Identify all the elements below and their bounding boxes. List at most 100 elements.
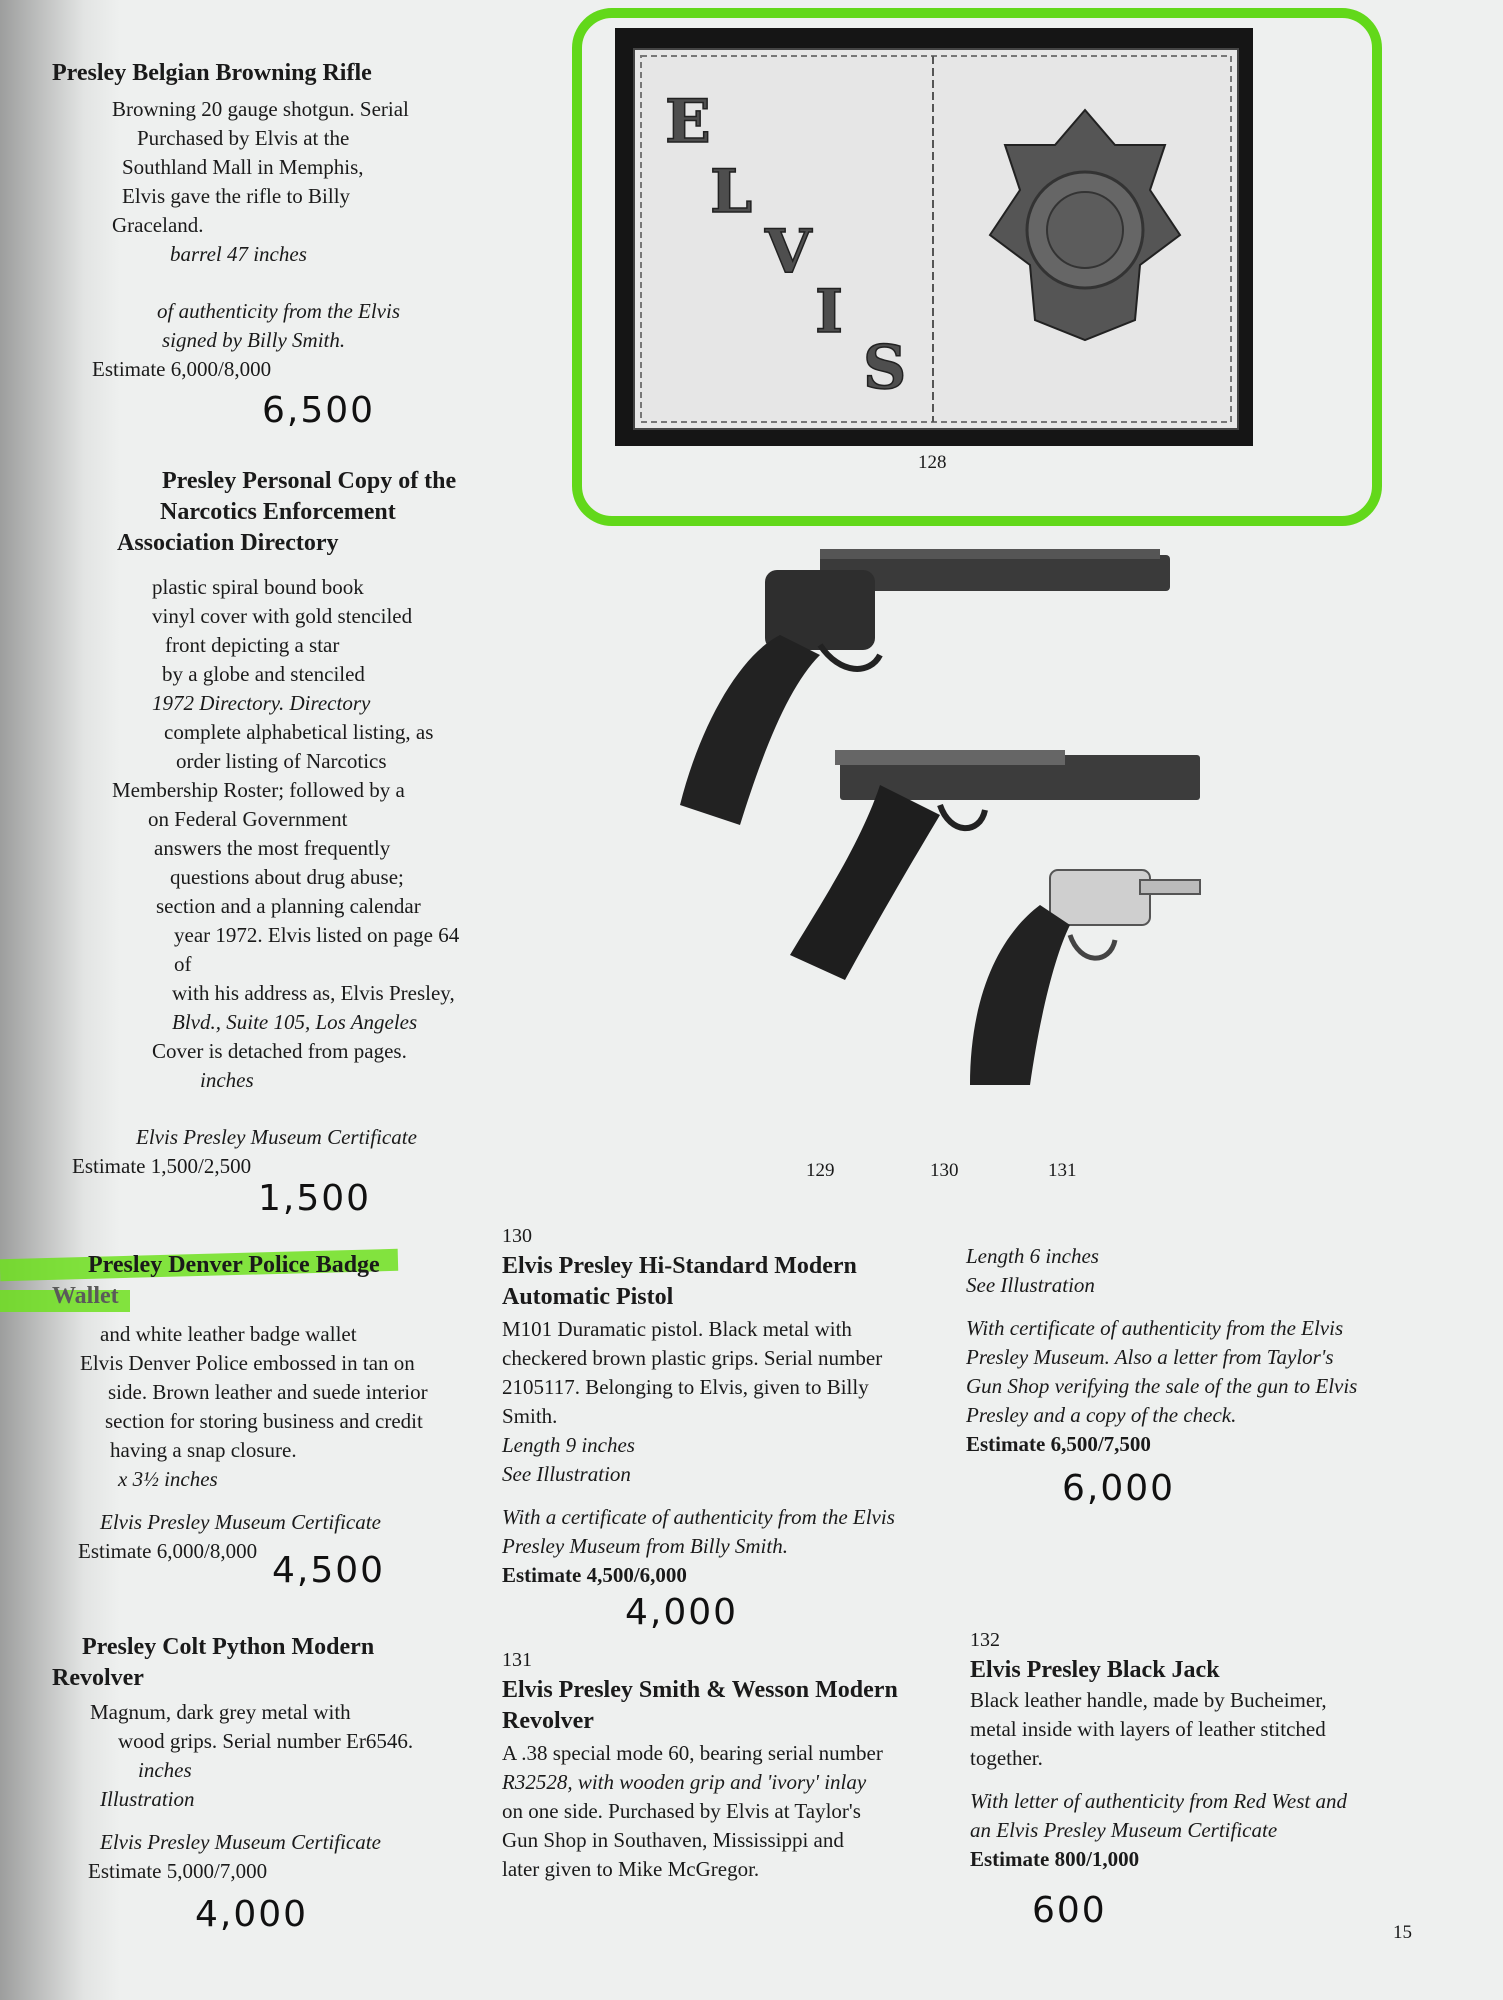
lot-colt-line: wood grips. Serial number Er6546. [118,1729,414,1753]
lot-colt-line: Magnum, dark grey metal with [90,1700,351,1724]
lot-130-cert: With a certificate of authenticity from … [502,1505,895,1529]
lot-129-line: and white leather badge wallet [100,1322,357,1346]
hand-note-129: 4,500 [272,1550,386,1591]
lot-127-line: Elvis gave the rifle to Billy [122,184,351,208]
lot-130-line: M101 Duramatic pistol. Black metal with [502,1317,852,1341]
lot-127-line: Graceland. [112,213,204,237]
wallet-letter: S [863,333,906,403]
lot-colt-title: Presley Colt Python Modern Revolver [40,1632,470,1694]
lot-127-title: Presley Belgian Browning Rifle [52,60,372,86]
lot-colt-title-2: Revolver [52,1665,144,1691]
lot-132-line: Black leather handle, made by Bucheimer, [970,1688,1327,1712]
colt-python-revolver-icon [680,549,1170,825]
lot-132-cert: an Elvis Presley Museum Certificate [970,1818,1278,1842]
smith-wesson-revolver-icon [970,869,1201,1085]
lot-colt-ill: Illustration [100,1787,195,1811]
lot-129-estimate: Estimate 6,000/8,000 [78,1539,258,1563]
lot-128-cert: Elvis Presley Museum Certificate [136,1125,417,1149]
lot-129-cert: Elvis Presley Museum Certificate [100,1510,381,1534]
hi-standard-pistol-icon [790,750,1200,980]
lot-128-line: section and a planning calendar [156,894,421,918]
hand-note-130: 4,000 [625,1592,739,1633]
lot-128-line: 1972 Directory. Directory [152,691,371,715]
lot-127-line: Browning 20 gauge shotgun. Serial [112,97,409,121]
lot-130b-ill: See Illustration [966,1273,1095,1297]
lot-130-length: Length 9 inches [502,1433,635,1457]
lot-128-line: by a globe and stenciled [162,662,365,686]
lot-128-estimate: Estimate 1,500/2,500 [72,1154,252,1178]
lot-132: 132 Elvis Presley Black Jack Black leath… [970,1626,1400,1874]
lot-128-title: Presley Personal Copy of the Narcotics E… [52,466,472,559]
hand-note-colt: 4,000 [195,1894,309,1935]
lot-130-continued: Length 6 inches See Illustration With ce… [966,1242,1396,1459]
lot-131-title-1: Elvis Presley Smith & Wesson Modern [502,1677,898,1703]
lot-132-cert: With letter of authenticity from Red Wes… [970,1789,1347,1813]
lot-128-title-3: Association Directory [117,530,339,556]
lot-128-line: answers the most frequently [154,836,391,860]
lot-127-line: Purchased by Elvis at the [137,126,350,150]
lot-132-line: metal inside with layers of leather stit… [970,1717,1326,1741]
wallet-letter: L [710,157,752,227]
lot-130b-length: Length 6 inches [966,1244,1099,1268]
lot-129-title-1: Presley Denver Police Badge [88,1252,380,1278]
lot-130-line: 2105117. Belonging to Elvis, given to Bi… [502,1375,869,1399]
lot-130b-cert: Gun Shop verifying the sale of the gun t… [966,1374,1358,1398]
gun-caption-129: 129 [806,1160,835,1181]
lot-129: Presley Denver Police Badge Wallet and w… [40,1250,470,1566]
lot-128-size: inches [200,1068,254,1092]
photo-caption-128: 128 [918,452,947,473]
lot-130-title: Elvis Presley Hi-Standard Modern Automat… [502,1251,942,1313]
lot-130-title-2: Automatic Pistol [502,1284,674,1310]
lot-128-title-1: Presley Personal Copy of the [162,468,457,494]
lot-130b-cert: With certificate of authenticity from th… [966,1316,1344,1340]
lot-127: Presley Belgian Browning Rifle Browning … [52,58,472,384]
lot-132-number: 132 [970,1629,1000,1651]
wallet-letter: E [665,87,711,157]
lot-128-line: year 1972. Elvis listed on page 64 of [174,923,460,976]
badge-wallet-photo: E L V I S [615,28,1253,446]
lot-131-number: 131 [502,1649,532,1671]
lot-128-line: plastic spiral bound book [152,575,364,599]
lot-132-estimate: Estimate 800/1,000 [970,1847,1140,1871]
highlight-circle [572,8,1382,526]
lot-131-line: later given to Mike McGregor. [502,1857,760,1881]
hand-note-130b: 6,000 [1062,1468,1176,1509]
police-badge-icon [988,108,1182,342]
hand-note-132: 600 [1032,1890,1107,1931]
lot-131-line: R32528, with wooden grip and 'ivory' inl… [502,1770,867,1794]
lot-130-title-1: Elvis Presley Hi-Standard Modern [502,1253,857,1279]
wallet-illustration: E L V I S [640,55,1232,423]
lot-129-line: section for storing business and credit [105,1409,423,1433]
lot-131: 131 Elvis Presley Smith & Wesson Modern … [502,1646,942,1884]
lot-131-line: Gun Shop in Southaven, Mississippi and [502,1828,844,1852]
lot-127-line: Southland Mall in Memphis, [122,155,364,179]
lot-130-line: checkered brown plastic grips. Serial nu… [502,1346,883,1370]
gun-caption-131: 131 [1048,1160,1077,1181]
lot-127-length: barrel 47 inches [170,242,307,266]
badge-wallet-image: E L V I S [633,48,1239,430]
lot-128-line: questions about drug abuse; [170,865,404,889]
lot-131-line: on one side. Purchased by Elvis at Taylo… [502,1799,861,1823]
wallet-letter: I [815,277,843,347]
lot-132-title: Elvis Presley Black Jack [970,1657,1220,1683]
lot-127-cert: of authenticity from the Elvis [157,299,401,323]
page-number: 15 [1393,1922,1412,1943]
lot-colt-python: Presley Colt Python Modern Revolver Magn… [40,1632,470,1886]
lot-128-line: Membership Roster; followed by a [112,778,405,802]
gun-caption-130: 130 [930,1160,959,1181]
highlight-stroke [0,1290,130,1312]
lot-129-title: Presley Denver Police Badge Wallet [40,1250,470,1312]
guns-photo [680,549,1201,1085]
lot-132-line: together. [970,1746,1043,1770]
lot-127-estimate: Estimate 6,000/8,000 [92,357,272,381]
lot-128-line: complete alphabetical listing, as [164,720,434,744]
lot-colt-cert: Elvis Presley Museum Certificate [100,1830,381,1854]
lot-128-title-2: Narcotics Enforcement [160,499,396,525]
lot-128-line: front depicting a star [165,633,340,657]
lot-129-size: x 3½ inches [118,1467,218,1491]
lot-130b-cert: Presley and a copy of the check. [966,1403,1237,1427]
lot-130-line: Smith. [502,1404,558,1428]
lot-130-ill: See Illustration [502,1462,631,1486]
lot-130: 130 Elvis Presley Hi-Standard Modern Aut… [502,1222,942,1590]
